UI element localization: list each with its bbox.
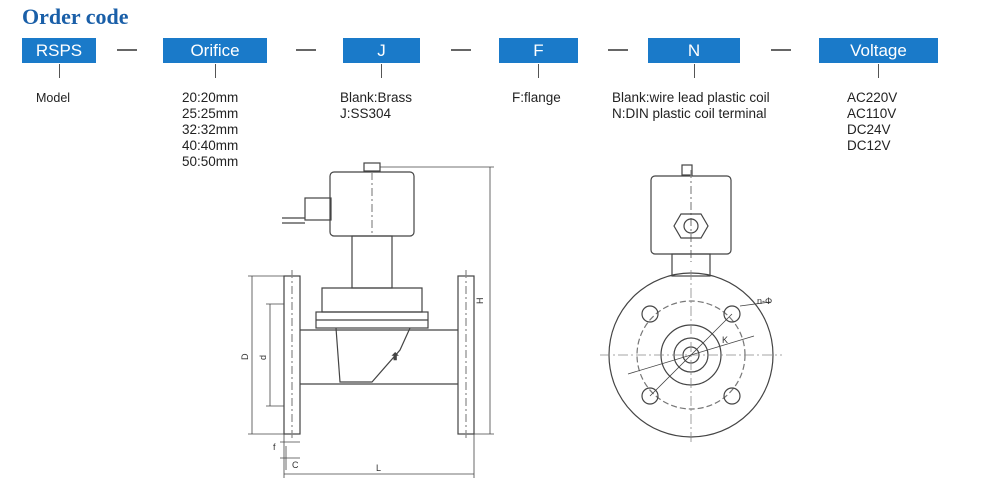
material-options: Blank:Brass J:SS304 [340,90,412,122]
coil-options: Blank:wire lead plastic coil N:DIN plast… [612,90,770,122]
option-text: F:flange [512,90,561,105]
code-box-coil: N [648,38,740,63]
dim-label-n-phi: n-Φ [757,296,772,306]
option-text: 20:20mm [182,90,239,105]
top-nut-front [681,164,693,176]
option-text: AC110V [847,106,897,121]
dim-label-L: L [376,463,381,473]
leader-line [694,64,695,78]
leader-line [538,64,539,78]
valve-body [335,327,411,383]
bolt-hole [723,387,741,405]
option-text: Blank:Brass [340,90,413,105]
dim-label-C: C [292,460,299,470]
option-text: AC220V [847,90,898,105]
dim-label-f: f [273,442,276,452]
bolt-hole [641,387,659,405]
leader-line [878,64,879,78]
leader-line [59,64,60,78]
dim-label-K: K [722,335,728,345]
valve-stem [351,235,393,289]
connection-options: F:flange [512,90,561,106]
terminal-nut [673,213,709,239]
cable-gland [304,197,332,221]
page-title: Order code [22,4,129,29]
dim-label-h: H [475,298,485,305]
svg-text:⇨: ⇨ [390,352,400,360]
option-text: 40:40mm [182,138,239,153]
code-box-voltage: Voltage [819,38,938,63]
bolt-hole [723,305,741,323]
option-text: 32:32mm [182,122,239,137]
top-nut [363,162,381,172]
leader-line [215,64,216,78]
model-options: Model [36,90,70,106]
separator-dash [451,49,471,51]
separator-dash [771,49,791,51]
code-box-connection: F [499,38,578,63]
voltage-options: AC220V AC110V DC24V DC12V [847,90,897,154]
option-text: DC24V [847,122,891,137]
orifice-options: 20:20mm 25:25mm 32:32mm 40:40mm 50:50mm [182,90,238,170]
code-box-orifice: Orifice [163,38,267,63]
separator-dash [608,49,628,51]
option-text: DC12V [847,138,891,153]
separator-dash [117,49,137,51]
dim-label-d: d [258,355,268,360]
code-box-model: RSPS [22,38,96,63]
option-text: N:DIN plastic coil terminal [612,106,767,121]
option-text: 50:50mm [182,154,239,169]
option-text: J:SS304 [340,106,392,121]
code-box-material: J [343,38,420,63]
separator-dash [296,49,316,51]
option-text: Model [36,91,71,105]
option-text: 25:25mm [182,106,239,121]
option-text: Blank:wire lead plastic coil [612,90,770,105]
dim-label-D: D [240,353,250,360]
leader-line [381,64,382,78]
bolt-hole [641,305,659,323]
bonnet [321,287,423,313]
